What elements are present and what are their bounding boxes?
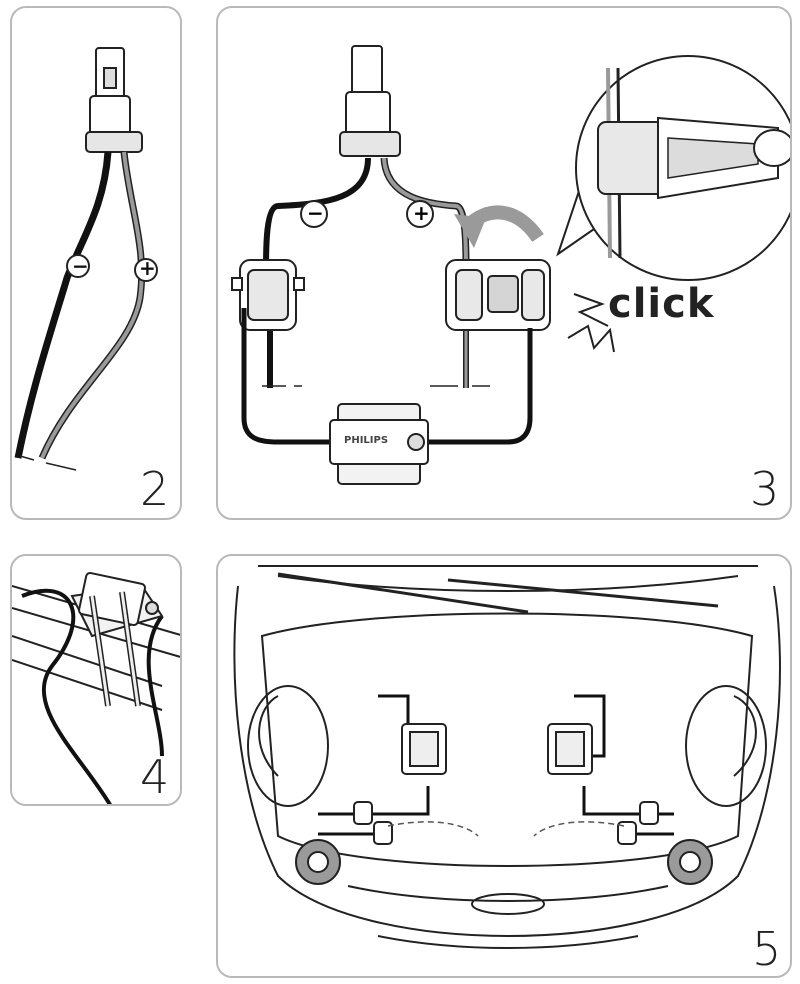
panel-step-5: 5 [216,554,792,978]
panel-step-3: − + PHILIPS click 3 [216,6,792,520]
splice-connector-right [445,259,551,331]
minus-marker [300,200,328,228]
panel-step-4: 4 [10,554,182,806]
step-number: 3 [750,462,780,516]
step-number: 5 [752,922,782,976]
load-resistor [401,723,447,775]
plus-symbol: + [139,256,156,280]
splice-connector-left [231,259,305,331]
black-wire [14,151,112,459]
black-wire [263,157,371,269]
plus-symbol: + [413,201,430,225]
bulb-connector [85,47,143,153]
brand-label: PHILIPS [344,435,389,446]
bulb-connector [339,45,401,157]
car-front-illustration [233,565,781,949]
bulb-icon-left [295,839,341,885]
car-body [233,565,781,949]
wire-connector-illustration [14,47,158,471]
step-number: 4 [140,750,170,804]
click-label: click [608,281,715,327]
click-sound-marks [567,293,615,353]
plus-marker [134,258,158,282]
wipers [277,572,719,614]
load-resistor [547,723,593,775]
load-resistor [329,403,429,485]
plus-marker [406,200,434,228]
wiring-diagram-illustration [231,45,790,485]
cable-tie-illustration [12,571,180,804]
black-wire [21,588,112,804]
zoom-callout [556,55,790,281]
minus-symbol: − [72,254,89,278]
load-resistor-wire [241,308,533,445]
panel-step-2: − + 2 [10,6,182,520]
bulb-icon-right [667,839,713,885]
minus-marker [66,254,90,278]
grey-wire [382,157,468,269]
step-number: 2 [140,462,170,516]
minus-symbol: − [307,201,324,225]
